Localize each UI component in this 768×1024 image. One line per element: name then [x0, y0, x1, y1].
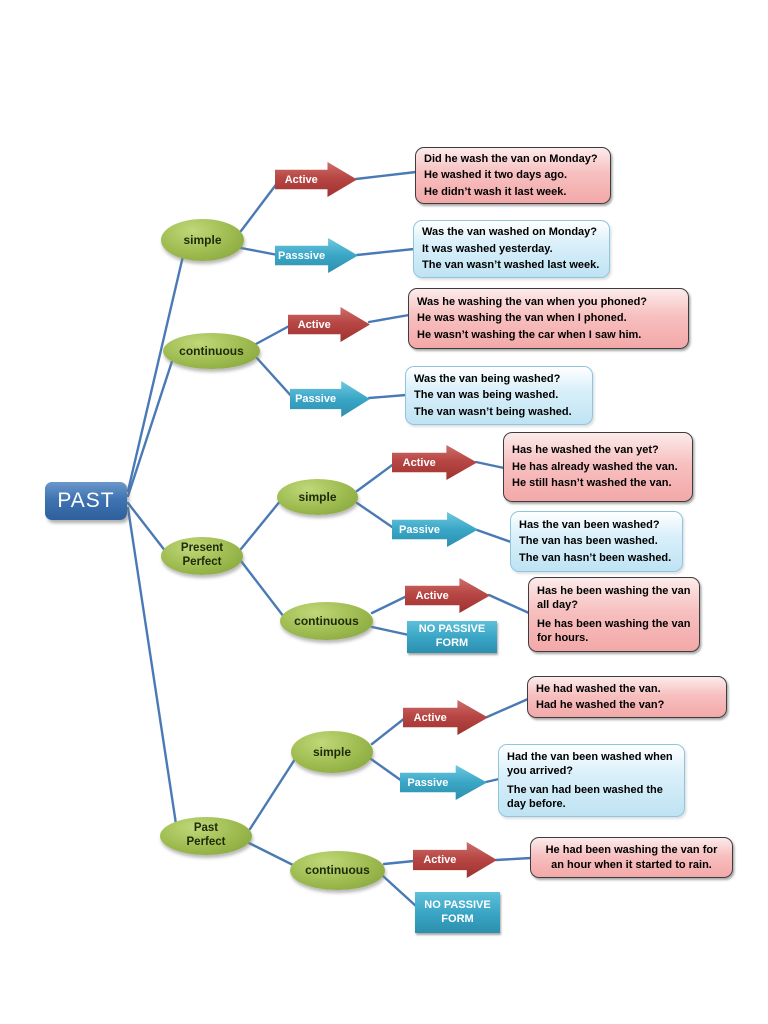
examples-box-past-simple-passive: Was the van washed on Monday? It was was…	[413, 220, 610, 278]
examples-box-present-perfect-simple-active: Has he washed the van yet? He has alread…	[503, 432, 693, 502]
arrow-label: Passive	[295, 393, 337, 405]
node-label: simple	[312, 744, 351, 759]
badge-no-passive-form-present-perfect: NO PASSIVE FORM	[407, 621, 497, 653]
example-sentence: Has he been washing the van all day?	[537, 584, 691, 612]
example-sentence: Was the van being washed?	[414, 372, 561, 385]
node-label: simple	[183, 232, 222, 247]
arrow-label: Active	[413, 711, 447, 724]
badge-no-passive-form-past-perfect: NO PASSIVE FORM	[415, 892, 500, 933]
node-label: continuous	[294, 613, 359, 628]
examples-box-past-perfect-continuous-active: He had been washing the van for an hour …	[530, 837, 733, 878]
example-sentence: Has the van been washed?	[519, 518, 660, 531]
node-label: simple	[298, 489, 337, 504]
node-present-perfect-continuous: continuous	[280, 602, 373, 640]
example-sentence: Was the van washed on Monday?	[422, 226, 598, 239]
arrow-label: Active	[402, 456, 436, 469]
example-sentence: He washed it two days ago.	[424, 169, 568, 182]
root-label: PAST	[57, 489, 115, 512]
node-label: Past Perfect	[186, 822, 226, 848]
node-present-perfect-simple: simple	[277, 479, 358, 515]
example-sentence: Had the van been washed when you arrived…	[507, 750, 673, 778]
example-sentence: He had washed the van.	[536, 682, 661, 695]
arrow-label: Active	[297, 318, 331, 331]
examples-box-past-perfect-simple-passive: Had the van been washed when you arrived…	[498, 744, 685, 817]
example-sentence: The van has been washed.	[519, 535, 658, 548]
example-sentence: Has he washed the van yet?	[512, 444, 659, 457]
node-label: continuous	[179, 343, 244, 358]
example-sentence: He has been washing the van for hours.	[537, 617, 691, 644]
node-label: Present Perfect	[180, 542, 224, 568]
example-sentence: He still hasn’t washed the van.	[512, 477, 672, 490]
node-label: continuous	[305, 863, 370, 878]
node-past-continuous: continuous	[163, 333, 260, 369]
example-sentence: Did he wash the van on Monday?	[424, 152, 598, 165]
examples-box-present-perfect-simple-passive: Has the van been washed? The van has bee…	[510, 511, 683, 572]
example-sentence: It was washed yesterday.	[422, 242, 553, 255]
arrow-label: Active	[423, 854, 457, 866]
example-sentence: The van wasn’t being washed.	[414, 405, 572, 418]
node-past-simple: simple	[161, 219, 244, 261]
example-sentence: The van was being washed.	[414, 389, 559, 402]
arrow-label: Passive	[407, 776, 449, 789]
example-sentence: He didn’t wash it last week.	[424, 185, 567, 198]
examples-box-past-simple-active: Did he wash the van on Monday? He washed…	[415, 147, 611, 204]
example-sentence: Was he washing the van when you phoned?	[417, 295, 648, 308]
examples-box-past-continuous-passive: Was the van being washed? The van was be…	[405, 366, 593, 425]
example-sentence: Had he washed the van?	[536, 699, 665, 711]
example-sentence: The van wasn’t washed last week.	[422, 259, 600, 272]
example-sentence: He has already washed the van.	[512, 460, 678, 473]
node-past-perfect-simple: simple	[291, 731, 373, 773]
arrow-label: Active	[415, 589, 449, 602]
example-sentence: He had been washing the van for an hour …	[545, 843, 718, 871]
badge-label: NO PASSIVE FORM	[418, 623, 486, 649]
node-past-perfect: Past Perfect	[160, 817, 252, 855]
example-sentence: He wasn’t washing the car when I saw him…	[417, 328, 642, 341]
arrow-label: Passive	[399, 523, 440, 536]
arrow-label: Active	[284, 173, 318, 186]
examples-box-present-perfect-continuous-active: Has he been washing the van all day? He …	[528, 577, 700, 652]
examples-box-past-perfect-simple-active: He had washed the van. Had he washed the…	[527, 676, 727, 718]
node-present-perfect: Present Perfect	[161, 537, 243, 575]
node-past-perfect-continuous: continuous	[290, 851, 385, 890]
example-sentence: He was washing the van when I phoned.	[417, 312, 627, 325]
arrow-label: Passsive	[278, 249, 326, 262]
examples-box-past-continuous-active: Was he washing the van when you phoned? …	[408, 288, 689, 349]
root-node-past: PAST	[45, 482, 127, 520]
example-sentence: The van had been washed the day before.	[507, 783, 663, 810]
badge-label: NO PASSIVE FORM	[424, 898, 491, 925]
example-sentence: The van hasn’t been washed.	[519, 551, 672, 564]
